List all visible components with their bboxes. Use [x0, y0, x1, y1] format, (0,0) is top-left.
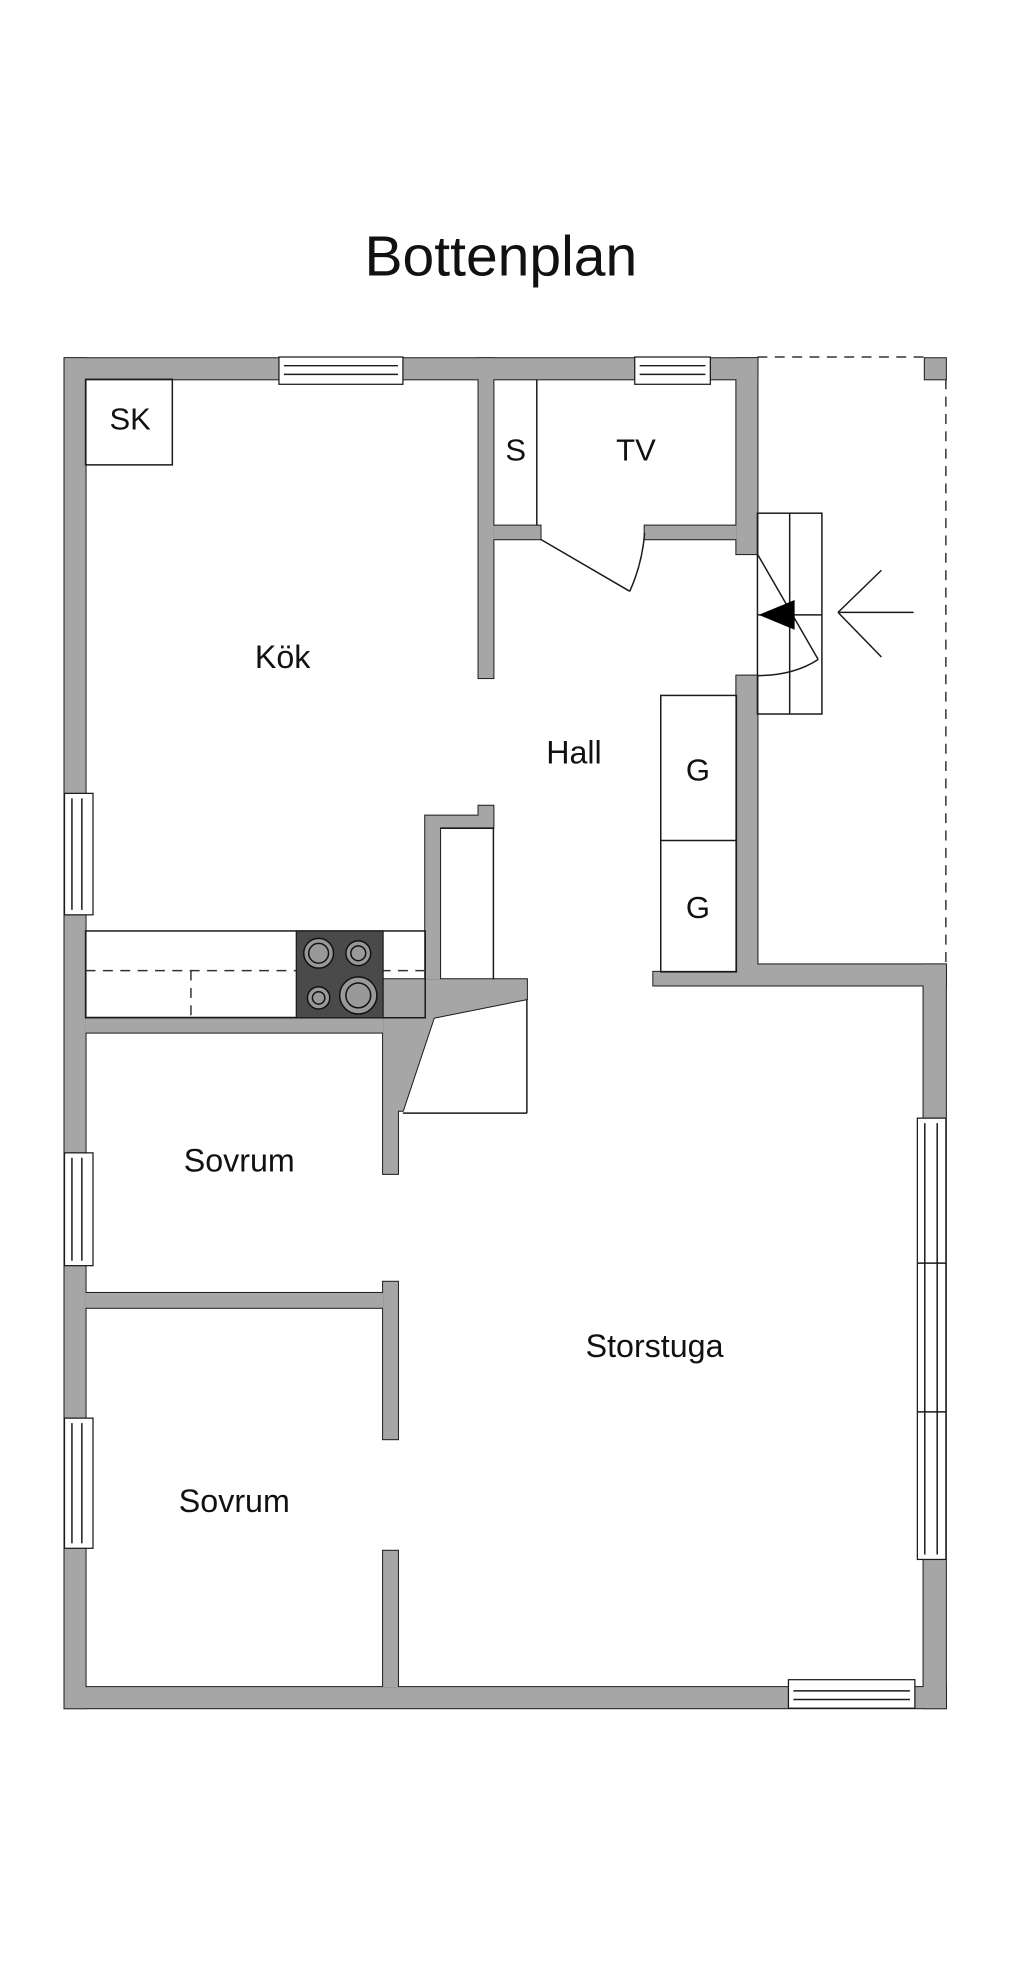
room-label-s: S	[505, 433, 526, 468]
sk-cabinet	[84, 378, 174, 466]
window-bottom-living	[787, 1679, 916, 1709]
room-label-g2: G	[686, 890, 710, 925]
window-top-kitchen	[278, 356, 404, 385]
window-top-tv	[634, 356, 711, 385]
tv-room-door	[540, 532, 646, 592]
room-label-storstuga: Storstuga	[586, 1328, 724, 1364]
window-left-bedroom-2	[63, 1417, 94, 1549]
plan-title: Bottenplan	[365, 224, 638, 288]
window-right-living	[916, 1117, 947, 1561]
stove-icon	[295, 930, 384, 1019]
room-label-hall: Hall	[546, 734, 602, 770]
room-label-sovrum-2: Sovrum	[179, 1483, 290, 1519]
room-label-sk: SK	[110, 402, 152, 437]
room-label-sovrum-1: Sovrum	[184, 1142, 295, 1178]
fireplace	[402, 999, 528, 1114]
room-label-kok: Kök	[255, 639, 311, 675]
window-left-bedroom-1	[63, 1152, 94, 1267]
room-label-g1: G	[686, 752, 710, 787]
stairs-direction-icon	[758, 599, 795, 630]
room-label-tv: TV	[616, 433, 656, 468]
window-left-kitchen	[63, 792, 94, 916]
garderobe-cabinets	[660, 694, 738, 973]
entrance-arrow-icon	[837, 569, 914, 658]
